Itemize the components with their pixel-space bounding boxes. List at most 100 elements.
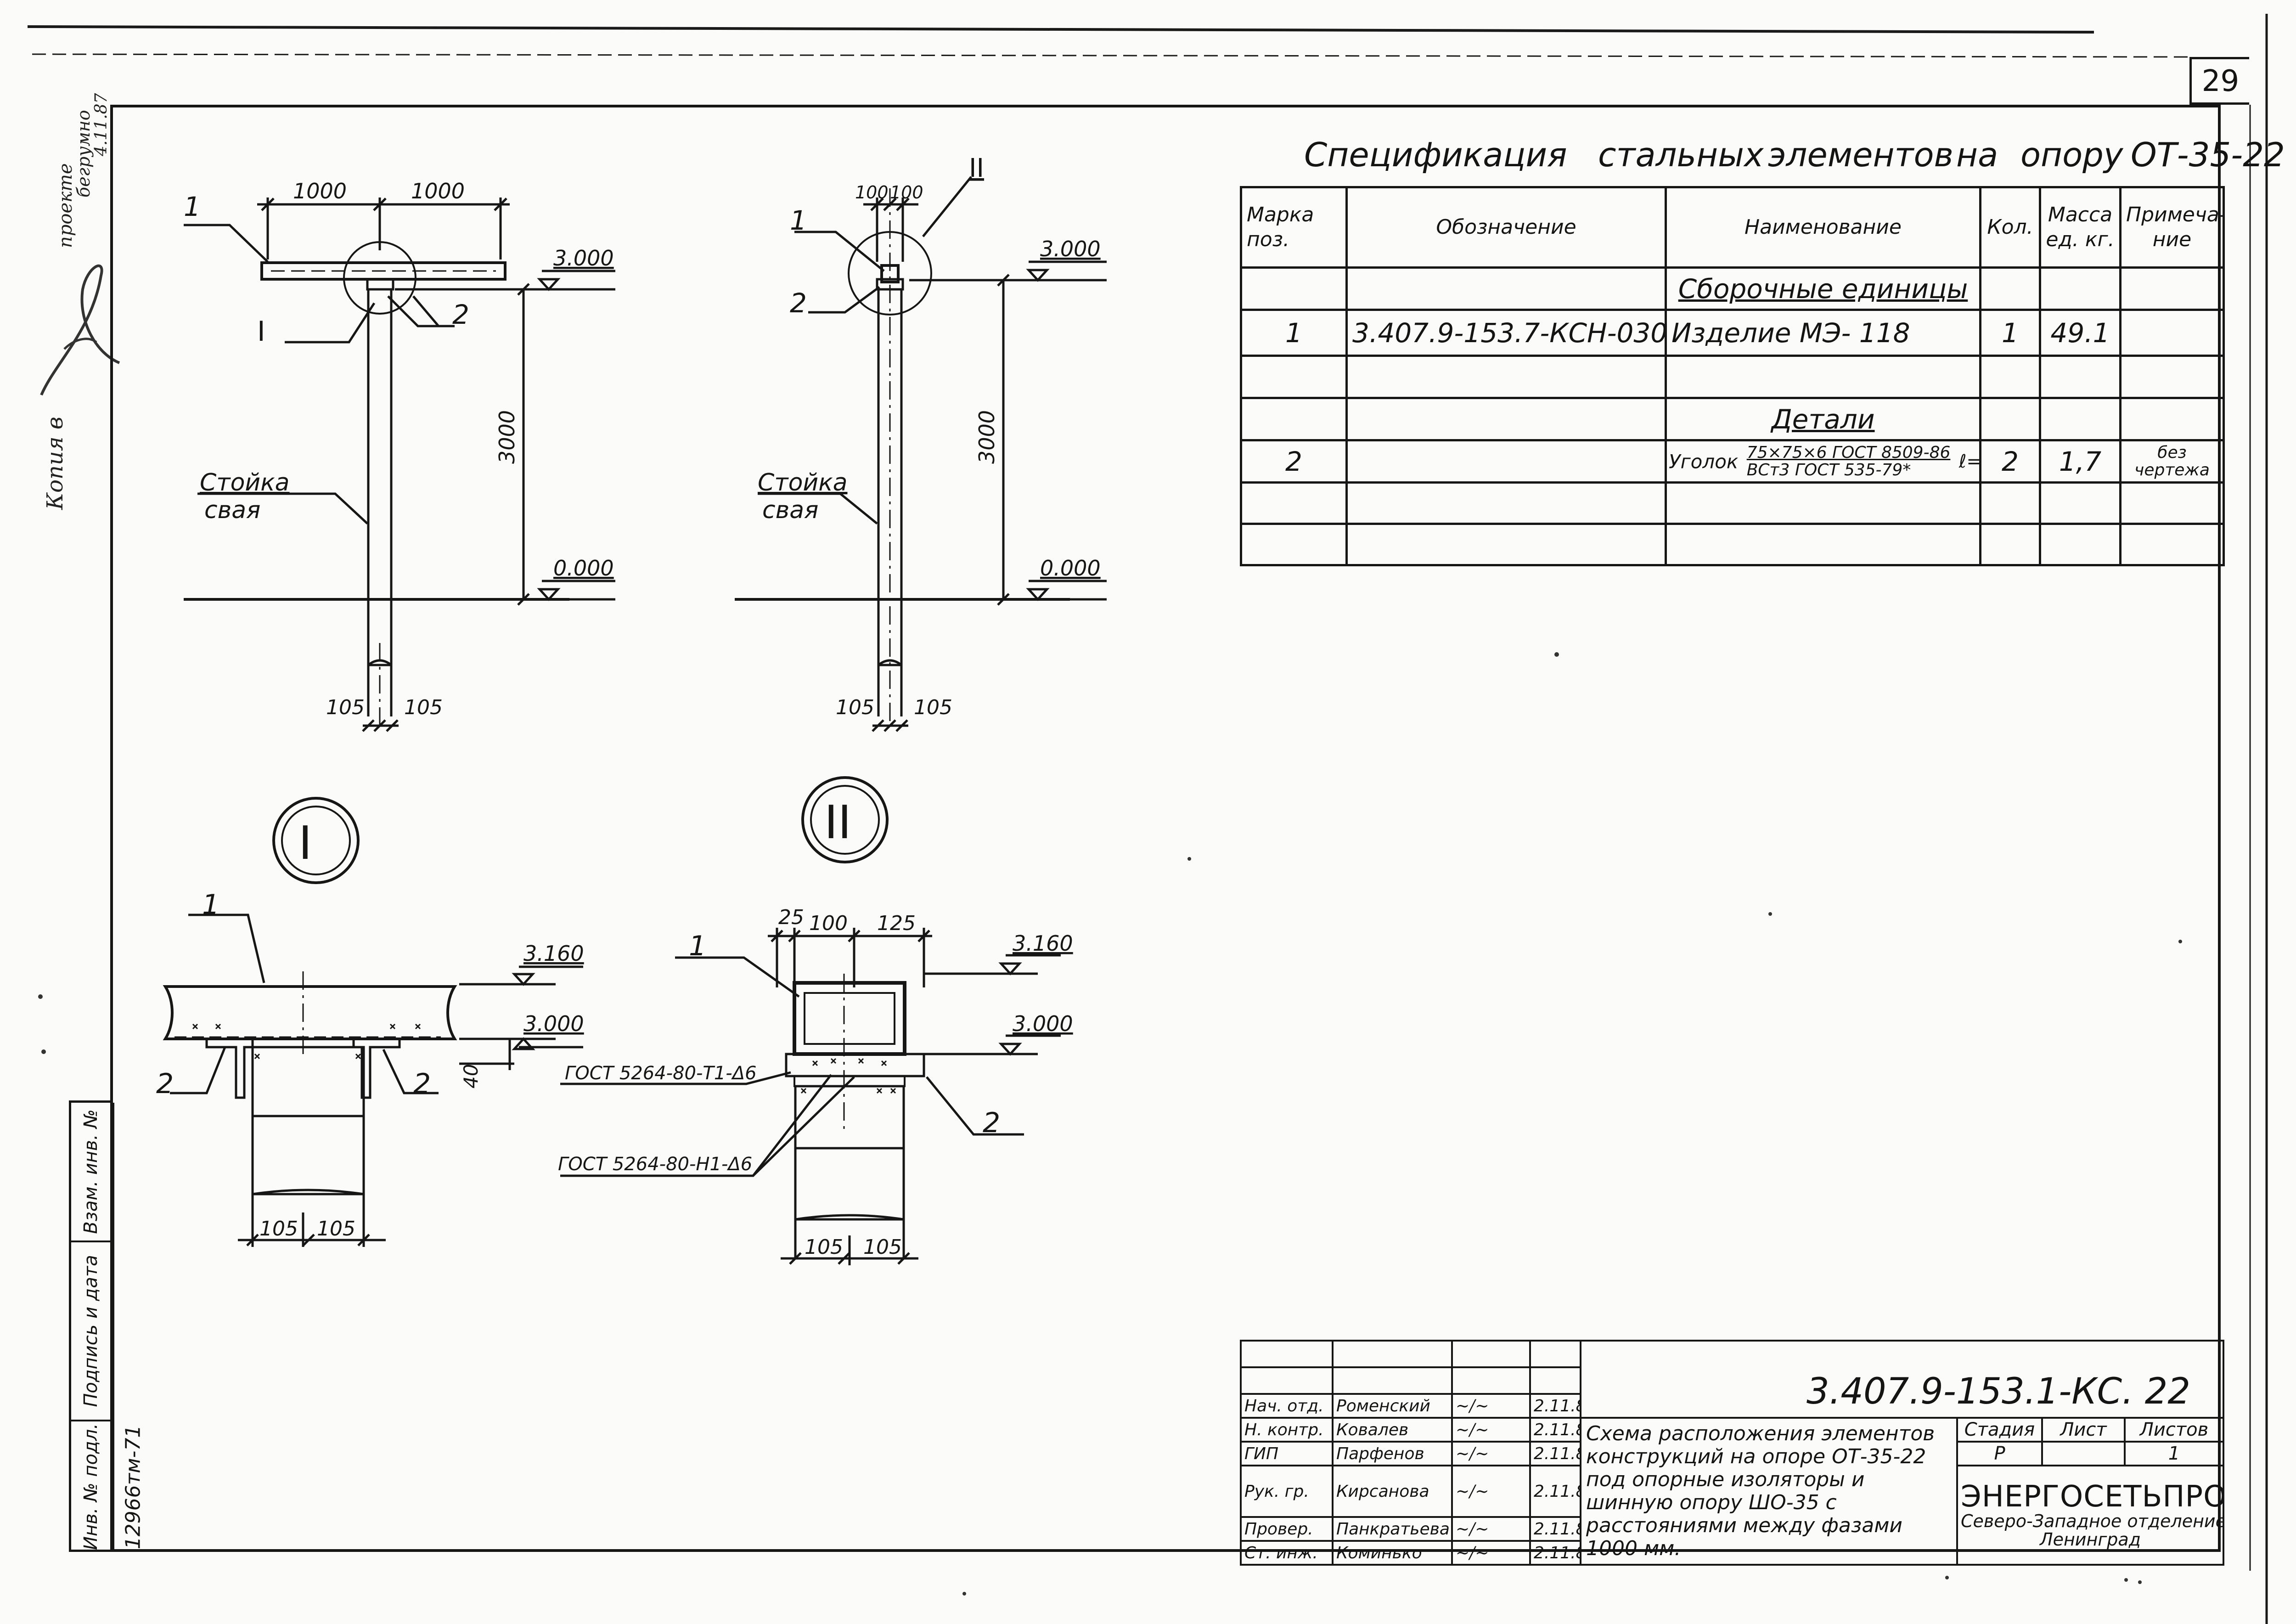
scan-specks — [38, 652, 2182, 1596]
right-dim-bottom-left: 105 — [836, 696, 874, 719]
left-dim-top-left: 1000 — [293, 179, 347, 203]
detail-II-dim-b: 100 — [809, 912, 848, 935]
detail-I-dim-left: 105 — [259, 1217, 298, 1241]
right-dim-top-right: 100 — [890, 182, 923, 203]
staff-row: Рук. гр. Кирсанова ~/~ 2.11.87 ЭНЕРГОСЕТ… — [1240, 1465, 2224, 1566]
section-parts-row: Детали — [1240, 397, 2225, 441]
detail-I-label: I — [298, 816, 312, 870]
right-height-dim: 3000 — [974, 410, 999, 464]
detail-I-mark-2-right: 2 — [413, 1068, 431, 1100]
side-stamp: Взам. инв. № Подпись и дата Инв. № подл.… — [69, 1100, 145, 1552]
staff-row: ГИП Парфенов ~/~ 2.11.87 Р 1 — [1240, 1441, 2224, 1466]
staff-name: Кирсанова — [1332, 1465, 1453, 1518]
staff-role: Провер. — [1240, 1516, 1334, 1542]
detail-II-level-mid: 3.000 — [1013, 1011, 1073, 1036]
staff-signature: ~/~ — [1451, 1393, 1531, 1419]
header-mass: Масса ед. кг. — [2039, 186, 2122, 269]
detail-II-mark-2: 2 — [983, 1107, 1000, 1139]
row2-note: без чертежа — [2119, 439, 2225, 484]
row2-mass: 1,7 — [2039, 439, 2122, 484]
detail-I — [163, 797, 583, 1247]
spec-table: Марка поз. Обозначение Наименование Кол.… — [1240, 186, 2225, 566]
spec-title-word-4: на — [1956, 135, 1998, 174]
staff-date: 2.11.87 — [1529, 1540, 1581, 1566]
right-post-label-1: Стойка — [758, 469, 847, 496]
staff-name: Коминько — [1332, 1540, 1453, 1566]
spec-title-word-1: Спецификация — [1304, 135, 1567, 174]
inv-no-cell: Инв. № подл. — [71, 1420, 110, 1552]
row1-mass: 49.1 — [2039, 309, 2122, 357]
spec-row-2: 2 Уголок 75×75×6 ГОСТ 8509-86 ВСт3 ГОСТ … — [1240, 439, 2225, 484]
row2-name-prefix: Уголок — [1669, 450, 1739, 473]
staff-name: Панкратьева — [1332, 1516, 1453, 1542]
staff-signature: ~/~ — [1451, 1516, 1531, 1542]
detail-I-level-top: 3.160 — [523, 941, 584, 966]
view-left — [184, 197, 615, 732]
sheets-label: Листов — [2124, 1417, 2224, 1443]
view-right — [735, 176, 1107, 732]
left-mark-2: 2 — [452, 299, 469, 330]
header-designation: Обозначение — [1345, 186, 1667, 269]
spec-title-word-6: ОТ-35-22 — [2131, 135, 2285, 174]
detail-I-gap-dim: 40 — [460, 1064, 482, 1088]
side-stamp-values: 12966тм-71 — [113, 1103, 152, 1550]
post-left — [367, 288, 393, 666]
detail-II-label: II — [824, 795, 851, 849]
detail-II-weld-1: ГОСТ 5264-80-Т1-Δ6 — [565, 1063, 757, 1084]
row1-mark: 1 — [1240, 309, 1348, 357]
section-parts: Детали — [1665, 397, 1981, 441]
row2-name-top: 75×75×6 ГОСТ 8509-86 — [1746, 443, 1951, 462]
left-post-label-1: Стойка — [200, 469, 289, 496]
row2-name-bottom: ВСт3 ГОСТ 535-79* — [1746, 460, 1911, 479]
detail-II-level-top: 3.160 — [1013, 931, 1073, 956]
left-dim-bottom-right: 105 — [404, 696, 443, 719]
spec-title-word-3: элементов — [1768, 135, 1953, 174]
header-name: Наименование — [1665, 186, 1981, 269]
spec-empty-row — [1240, 355, 2225, 399]
spec-title: Спецификация стальных элементов на опору… — [1240, 126, 2285, 186]
signature-date-cell: Подпись и дата — [71, 1241, 110, 1420]
right-level-top: 3.000 — [1040, 237, 1101, 261]
sheet-label: Лист — [2041, 1417, 2126, 1443]
staff-role: Нач. отд. — [1240, 1393, 1334, 1419]
staff-name: Роменский — [1332, 1393, 1453, 1419]
left-level-top: 3.000 — [553, 246, 614, 271]
spec-title-word-2: стальных — [1598, 135, 1764, 174]
staff-row: Провер. Панкратьева ~/~ 2.11.87 — [1240, 1516, 2223, 1542]
left-dim-top-right: 1000 — [411, 179, 465, 203]
row1-name: Изделие МЭ- 118 — [1665, 309, 1981, 357]
org-branch: Северо-Западное отделение — [1961, 1511, 2223, 1531]
row1-qty: 1 — [1979, 309, 2041, 357]
organization: ЭНЕРГОСЕТЬПРОЕКТ Северо-Западное отделен… — [1956, 1465, 2224, 1566]
detail-II-angle — [785, 1053, 925, 1077]
right-post-label-2: свая — [762, 496, 818, 524]
title-block: 3.407.9-153.1-КС. 22 Нач. отд. Роменский… — [1240, 1340, 2224, 1566]
staff-row: Нач. отд. Роменский ~/~ 2.11.87 — [1240, 1393, 2223, 1419]
staff-role: Рук. гр. — [1240, 1465, 1334, 1518]
detail-II-dim-left: 105 — [805, 1235, 843, 1259]
staff-date: 2.11.87 — [1529, 1417, 1581, 1443]
left-detail-ref: I — [257, 316, 265, 348]
right-mark-2: 2 — [790, 288, 807, 319]
staff-date: 2.11.87 — [1529, 1516, 1581, 1542]
staff-row: Ст. инж. Коминько ~/~ 2.11.87 — [1240, 1540, 2223, 1566]
spec-title-word-5: опору — [2020, 135, 2123, 174]
detail-I-level-mid: 3.000 — [523, 1011, 584, 1036]
drawing-frame — [110, 105, 2221, 1552]
detail-II-dim-right: 105 — [863, 1235, 902, 1259]
detail-II-weld-2: ГОСТ 5264-80-Н1-Δ6 — [558, 1154, 752, 1175]
left-level-ground: 0.000 — [553, 556, 614, 581]
detail-II-dim-c: 125 — [877, 912, 916, 935]
row2-designation — [1345, 439, 1667, 484]
sheet-value — [2041, 1441, 2126, 1466]
detail-I-post — [251, 1046, 365, 1195]
org-city: Ленинград — [2040, 1529, 2141, 1550]
detail-I-mark-2-left: 2 — [156, 1068, 174, 1100]
staff-role: Ст. инж. — [1240, 1540, 1334, 1566]
section-assembly-row: Сборочные единицы — [1240, 266, 2225, 311]
drawing-code: 3.407.9-153.1-КС. 22 — [1580, 1340, 2224, 1419]
row2-qty: 2 — [1979, 439, 2041, 484]
staff-date: 2.11.87 — [1529, 1441, 1581, 1466]
